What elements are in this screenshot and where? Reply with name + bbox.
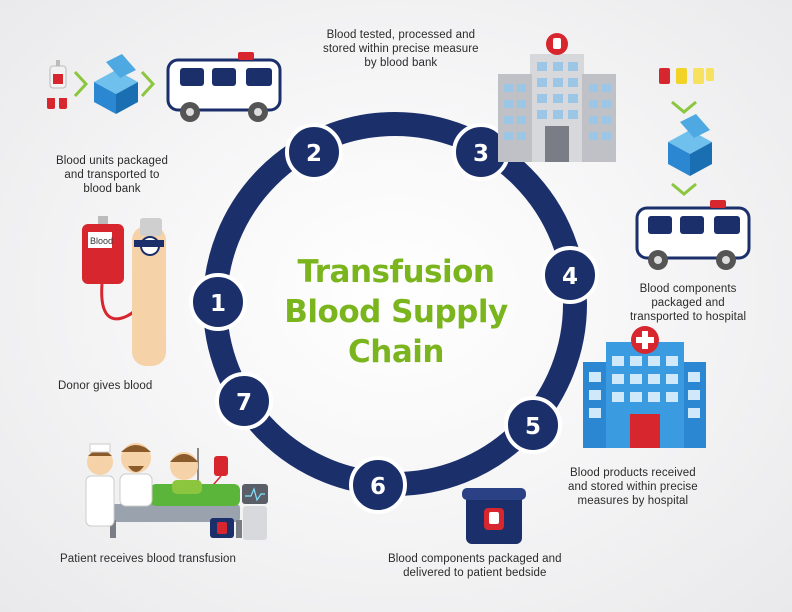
caption-step-6: Blood components packaged and delivered …: [388, 552, 562, 580]
caption-step-7: Patient receives blood transfusion: [60, 552, 236, 566]
caption-step-5: Blood products received and stored withi…: [568, 466, 698, 508]
caption-step-2-line-2: and transported to: [64, 169, 160, 181]
caption-step-2-line-3: blood bank: [83, 183, 141, 195]
step-number-2: 2: [306, 141, 322, 167]
step-badge-2: 2: [285, 123, 343, 181]
caption-step-2-line-1: Blood units packaged: [56, 155, 168, 167]
caption-step-3: Blood tested, processed and stored withi…: [323, 28, 479, 70]
step-badge-1: 1: [189, 273, 247, 331]
cooler-box-icon: [668, 114, 712, 176]
step-badge-4: 4: [541, 246, 599, 304]
caption-step-4-line-1: Blood components: [639, 283, 737, 295]
blood-component-bags-icon: [659, 68, 714, 84]
step-badge-5: 5: [504, 396, 562, 454]
step-badge-7: 7: [215, 372, 273, 430]
step-number-4: 4: [562, 264, 578, 290]
chevron-right-icon: [140, 70, 156, 98]
caption-step-2: Blood units packaged and transported to …: [56, 154, 168, 196]
caption-step-5-line-2: and stored within precise: [568, 481, 698, 493]
caption-step-4: Blood components packaged and transporte…: [630, 282, 746, 324]
step-number-5: 5: [525, 414, 541, 440]
transport-cooler-icon: [462, 488, 526, 544]
hospital-building-icon: [583, 326, 706, 448]
diagram-title-line-3: Chain: [348, 334, 444, 370]
van-icon: [166, 52, 282, 122]
step-number-7: 7: [236, 390, 252, 416]
caption-step-5-line-3: measures by hospital: [577, 495, 689, 507]
step-badge-6: 6: [349, 456, 407, 514]
blood-bank-building-icon: [498, 33, 616, 162]
caption-step-4-line-2: packaged and: [651, 297, 725, 309]
donor-arm-icon: Blood: [82, 216, 166, 366]
caption-step-7-line-1: Patient receives blood transfusion: [60, 553, 237, 565]
blood-bag-icon: [47, 60, 67, 109]
cooler-box-icon: [94, 54, 138, 114]
step-number-3: 3: [473, 141, 489, 167]
caption-step-3-line-2: stored within precise measure: [323, 43, 479, 55]
caption-step-3-line-3: by blood bank: [364, 57, 438, 69]
caption-step-4-line-3: transported to hospital: [630, 311, 747, 323]
caption-step-6-line-2: delivered to patient bedside: [403, 567, 547, 579]
patient-bed-scene-icon: [85, 443, 268, 540]
step-number-1: 1: [210, 291, 226, 317]
diagram-title-line-1: Transfusion: [297, 254, 495, 290]
chevron-down-icon: [671, 100, 697, 114]
caption-step-1-line-1: Donor gives blood: [58, 380, 153, 392]
van-icon: [635, 200, 751, 270]
chevron-down-icon: [671, 182, 697, 196]
caption-step-6-line-1: Blood components packaged and: [388, 553, 562, 565]
blood-bag-label: Blood: [90, 236, 113, 246]
caption-step-1: Donor gives blood: [58, 379, 152, 393]
chevron-right-icon: [73, 70, 89, 98]
diagram-title-line-2: Blood Supply: [284, 294, 508, 330]
step-number-6: 6: [370, 474, 386, 500]
caption-step-5-line-1: Blood products received: [570, 467, 696, 479]
caption-step-3-line-1: Blood tested, processed and: [326, 29, 476, 41]
